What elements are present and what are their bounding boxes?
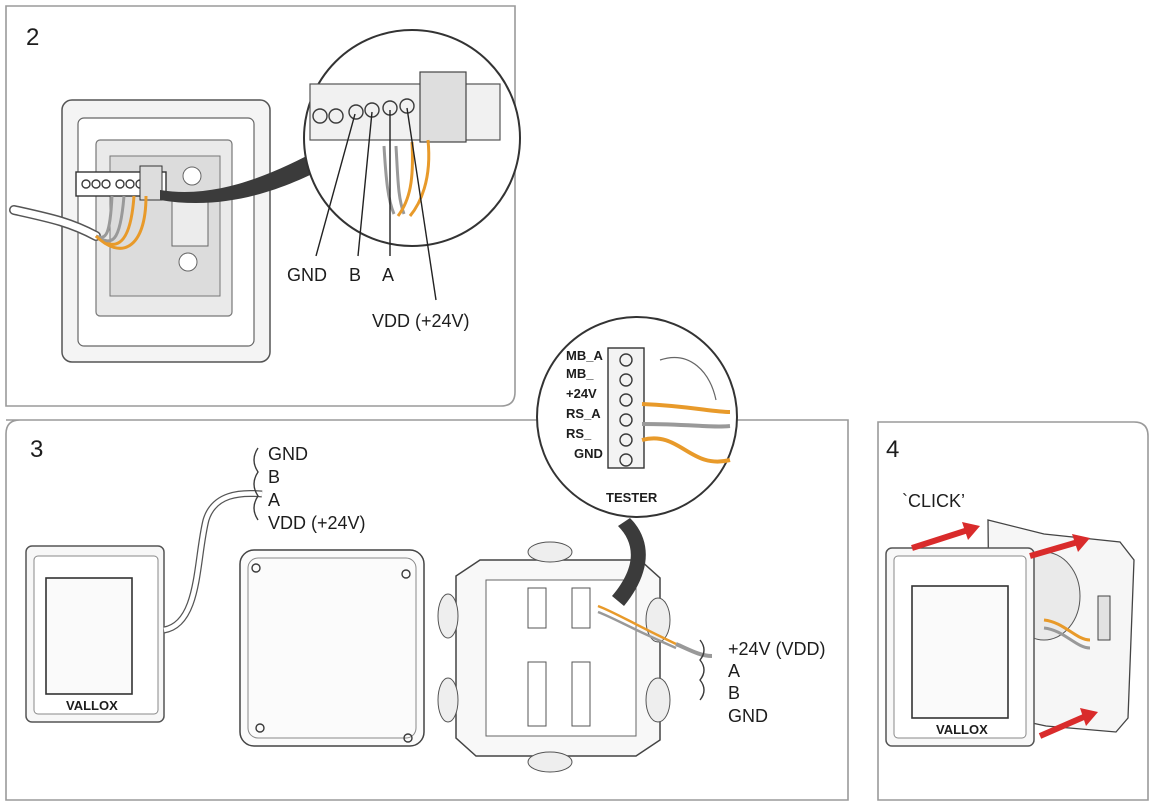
wall-plate [61,99,271,363]
label-vdd: VDD (+24V) [372,311,470,331]
click-label: `CLICK’ [902,491,965,511]
label-gnd: GND [287,265,327,285]
controller-brand: VALLOX [66,698,118,713]
supply-label-vdd: +24V (VDD) [728,639,826,659]
tester-term-24v: +24V [566,386,597,401]
tester-term-gnd: GND [574,446,603,461]
supply-bracket [699,639,705,701]
supply-label-gnd: GND [728,706,768,726]
arrow-red-icon [911,522,980,551]
controller-unit: VALLOX [25,545,165,723]
cable-label-vdd: VDD (+24V) [268,513,366,533]
panel-2-step-number: 2 [26,24,39,51]
tester-zoom-connector [612,518,646,606]
tester-term-rs-a: RS_A [566,406,601,421]
tester-label: TESTER [606,490,658,505]
tester-term-rs: RS_ [566,426,592,441]
tester-term-mb-a: MB_A [566,348,603,363]
leader-lines-panel-2 [315,107,437,301]
panel-4: 4 `CLICK’ VALLOX [877,421,1149,801]
supply-label-b: B [728,683,740,703]
cable-label-b: B [268,467,280,487]
junction-box-open [437,541,713,773]
label-b: B [349,265,361,285]
controller-brand-panel-4: VALLOX [936,722,988,737]
cable-label-a: A [268,490,280,510]
cable-label-gnd: GND [268,444,308,464]
supply-label-a: A [728,661,740,681]
label-a: A [382,265,394,285]
junction-box-lid [239,549,425,747]
tester-term-mb: MB_ [566,366,594,381]
panel-3-step-number: 3 [30,436,43,463]
controller-unit-panel-4: VALLOX [885,547,1035,747]
push-arrows [911,522,1098,739]
cable-bundle [9,195,148,250]
cable-bracket [253,447,259,521]
panel-3: 3 VALLOX GND B A VDD (+24V) [5,316,849,801]
zoom-circle-tester [536,316,738,518]
panel-2: 2 [5,5,521,407]
terminal-block-small [75,165,167,201]
arrow-red-icon [1038,708,1098,739]
arrow-red-icon [1029,534,1090,559]
panel-4-step-number: 4 [886,436,899,463]
